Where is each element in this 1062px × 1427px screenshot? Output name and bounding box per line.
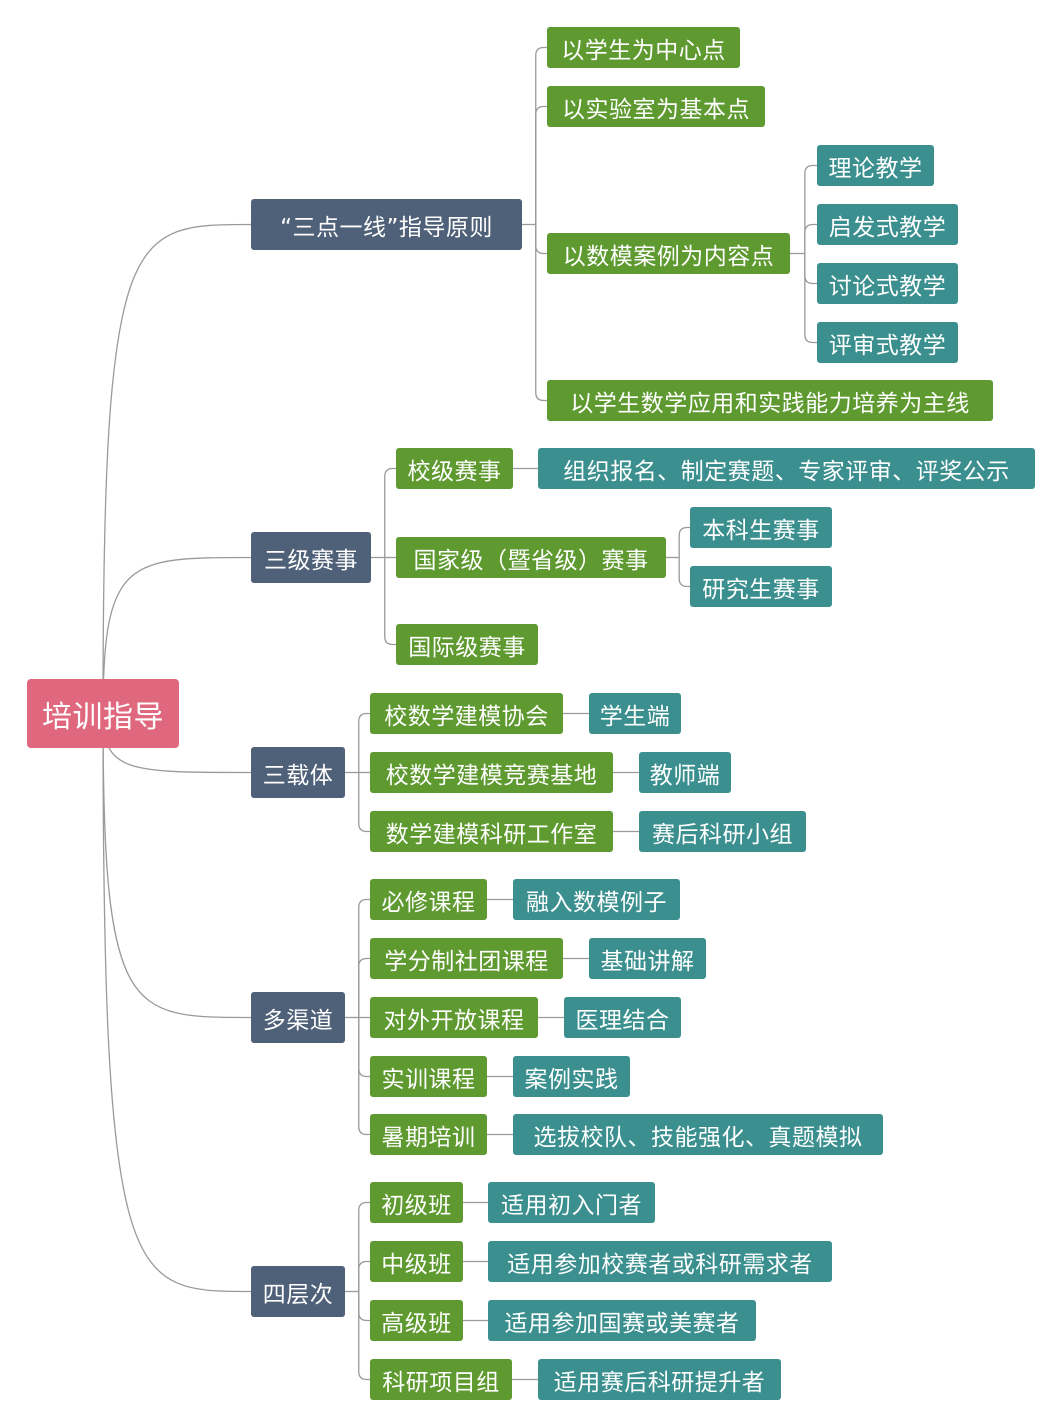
branch-link (358, 712, 370, 773)
branch-link (358, 1291, 370, 1322)
node-graduate-contest[interactable]: 研究生赛事 (690, 566, 832, 607)
branch-multi-channel[interactable]: 多渠道 (251, 992, 345, 1043)
branch-link (358, 898, 370, 1018)
node-national-contest[interactable]: 国家级（暨省级）赛事 (396, 537, 666, 578)
branch-link (535, 224, 547, 255)
node-summer-training-detail[interactable]: 选拔校队、技能强化、真题模拟 (513, 1114, 883, 1155)
node-club-course[interactable]: 学分制社团课程 (370, 938, 563, 979)
node-research-studio[interactable]: 数学建模科研工作室 (370, 811, 613, 852)
branch-link (384, 467, 396, 558)
node-case-content[interactable]: 以数模案例为内容点 (547, 233, 790, 274)
node-intermediate-class[interactable]: 中级班 (370, 1241, 463, 1282)
branch-link (678, 526, 690, 558)
branch-link (535, 105, 547, 225)
branch-four-levels[interactable]: 四层次 (251, 1266, 345, 1317)
node-beginner-class[interactable]: 初级班 (370, 1182, 463, 1223)
root-link (102, 713, 252, 1293)
branch-three-points-one-line[interactable]: “三点一线”指导原则 (251, 199, 522, 250)
node-advanced-audience[interactable]: 适用参加国赛或美赛者 (488, 1300, 756, 1341)
branch-three-level-contests[interactable]: 三级赛事 (251, 532, 371, 583)
node-review-teaching[interactable]: 评审式教学 (817, 322, 958, 363)
node-theory-teaching[interactable]: 理论教学 (817, 145, 934, 186)
node-basic-lecture[interactable]: 基础讲解 (589, 938, 706, 979)
node-school-contest-detail[interactable]: 组织报名、制定赛题、专家评审、评奖公示 (538, 448, 1035, 489)
node-modeling-association[interactable]: 校数学建模协会 (370, 693, 563, 734)
branch-link (358, 1017, 370, 1136)
branch-link (358, 772, 370, 833)
node-advanced-class[interactable]: 高级班 (370, 1300, 463, 1341)
node-school-contest[interactable]: 校级赛事 (396, 448, 513, 489)
node-heuristic-teaching[interactable]: 启发式教学 (817, 204, 958, 245)
node-post-contest-group[interactable]: 赛后科研小组 (639, 811, 806, 852)
node-beginner-audience[interactable]: 适用初入门者 (488, 1182, 655, 1223)
node-open-course[interactable]: 对外开放课程 (370, 997, 538, 1038)
node-student-end[interactable]: 学生端 (589, 693, 681, 734)
branch-link (678, 557, 690, 588)
node-teacher-end[interactable]: 教师端 (639, 752, 731, 793)
root-node[interactable]: 培训指导 (27, 679, 179, 748)
branch-link (384, 557, 396, 646)
node-modeling-examples[interactable]: 融入数模例子 (513, 879, 680, 920)
node-medicine-science[interactable]: 医理结合 (564, 997, 681, 1038)
root-link (102, 556, 252, 714)
node-lab-base[interactable]: 以实验室为基本点 (547, 86, 765, 127)
node-international-contest[interactable]: 国际级赛事 (396, 624, 538, 665)
node-case-practice[interactable]: 案例实践 (513, 1056, 630, 1097)
branch-link (358, 1291, 370, 1381)
node-undergrad-contest[interactable]: 本科生赛事 (690, 507, 832, 548)
branch-link (358, 957, 370, 1018)
branch-link (358, 1260, 370, 1292)
node-required-course[interactable]: 必修课程 (370, 879, 487, 920)
branch-link (535, 46, 547, 225)
branch-link (804, 253, 817, 344)
node-modeling-base[interactable]: 校数学建模竞赛基地 (370, 752, 613, 793)
branch-three-carriers[interactable]: 三载体 (251, 747, 345, 798)
branch-link (804, 164, 817, 254)
node-research-audience[interactable]: 适用赛后科研提升者 (538, 1359, 781, 1400)
node-research-group[interactable]: 科研项目组 (370, 1359, 512, 1400)
node-discussion-teaching[interactable]: 讨论式教学 (817, 263, 958, 304)
node-main-line[interactable]: 以学生数学应用和实践能力培养为主线 (547, 380, 993, 421)
root-link (102, 223, 252, 714)
branch-link (535, 224, 547, 402)
root-link (102, 713, 252, 1019)
node-intermediate-audience[interactable]: 适用参加校赛者或科研需求者 (488, 1241, 832, 1282)
branch-link (804, 253, 817, 285)
node-summer-training[interactable]: 暑期培训 (370, 1114, 487, 1155)
branch-link (358, 1201, 370, 1292)
node-student-center[interactable]: 以学生为中心点 (547, 27, 740, 68)
branch-link (358, 1017, 370, 1078)
branch-link (804, 223, 817, 254)
node-practical-course[interactable]: 实训课程 (370, 1056, 487, 1097)
